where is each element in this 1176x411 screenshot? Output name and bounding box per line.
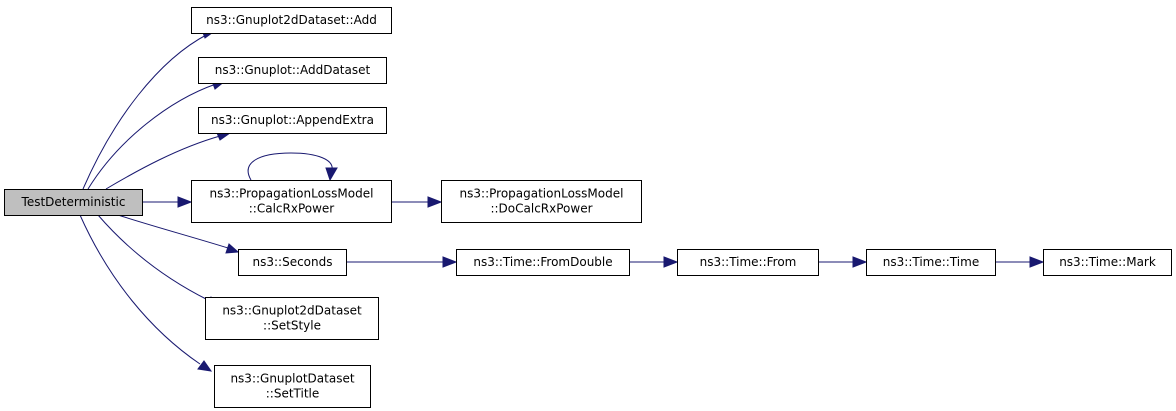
edge-fromdouble-to-from [629, 256, 679, 268]
edge-calcrx-to-calcrx [247, 152, 338, 182]
arrowhead [663, 256, 679, 268]
node-label: ns3::Gnuplot2dDataset::Add [206, 13, 377, 27]
node-root[interactable]: TestDeterministic [4, 189, 143, 216]
arrowhead [225, 243, 240, 254]
node-box[interactable] [198, 107, 387, 134]
node-box[interactable] [1043, 249, 1172, 276]
node-label: ns3::PropagationLossModel [460, 187, 624, 201]
node-label: ns3::Time::Time [883, 255, 979, 269]
node-box[interactable] [238, 249, 347, 276]
edge-root-to-calcrx [142, 196, 193, 208]
node-from[interactable]: ns3::Time::From [677, 249, 819, 276]
edge-line [82, 33, 209, 190]
node-add[interactable]: ns3::Gnuplot2dDataset::Add [191, 7, 392, 34]
edge-line [97, 214, 209, 301]
arrowhead [852, 256, 868, 268]
node-adddataset[interactable]: ns3::Gnuplot::AddDataset [198, 57, 387, 84]
edge-root-to-setstyle [97, 214, 220, 307]
node-box[interactable] [441, 180, 642, 223]
node-box[interactable] [4, 189, 143, 216]
edge-from-to-time [818, 256, 868, 268]
node-label: ns3::PropagationLossModel [210, 187, 374, 201]
arrowhead [427, 196, 443, 208]
edge-line [87, 83, 217, 190]
node-box[interactable] [191, 7, 392, 34]
node-label: ::SetTitle [266, 387, 320, 401]
node-label: ns3::Time::Mark [1059, 255, 1156, 269]
node-label: ns3::Gnuplot::AddDataset [215, 63, 371, 77]
edge-root-to-adddataset [87, 80, 227, 190]
node-label: ns3::GnuplotDataset [230, 372, 354, 386]
node-label: ::DoCalcRxPower [490, 202, 592, 216]
edge-calcrx-to-docalcrx [391, 196, 443, 208]
node-box[interactable] [456, 249, 630, 276]
node-box[interactable] [198, 57, 387, 84]
node-label: ns3::Time::FromDouble [473, 255, 612, 269]
node-label: TestDeterministic [21, 195, 126, 209]
node-seconds[interactable]: ns3::Seconds [238, 249, 347, 276]
node-mark[interactable]: ns3::Time::Mark [1043, 249, 1172, 276]
node-box[interactable] [677, 249, 819, 276]
edge-root-to-seconds [117, 214, 240, 254]
node-label: ns3::Gnuplot::AppendExtra [211, 113, 374, 127]
edge-line [79, 214, 201, 365]
node-calcrx[interactable]: ns3::PropagationLossModel::CalcRxPower [191, 180, 392, 223]
node-label: ns3::Gnuplot2dDataset [222, 304, 362, 318]
node-label: ns3::Seconds [253, 255, 333, 269]
node-box[interactable] [205, 297, 379, 340]
arrowhead [197, 360, 213, 372]
arrowhead [177, 196, 193, 208]
node-box[interactable] [191, 180, 392, 223]
node-settitle[interactable]: ns3::GnuplotDataset::SetTitle [214, 365, 371, 408]
node-box[interactable] [214, 365, 371, 408]
edge-line [247, 152, 333, 181]
edge-time-to-mark [995, 256, 1045, 268]
node-setstyle[interactable]: ns3::Gnuplot2dDataset::SetStyle [205, 297, 379, 340]
node-label: ::SetStyle [263, 319, 321, 333]
nodes-layer: TestDeterministicns3::Gnuplot2dDataset::… [4, 7, 1172, 408]
arrowhead [442, 256, 458, 268]
edge-line [117, 214, 229, 249]
node-box[interactable] [866, 249, 996, 276]
edge-seconds-to-fromdouble [346, 256, 458, 268]
arrowhead [325, 167, 338, 182]
node-label: ::CalcRxPower [249, 202, 335, 216]
arrowhead [1029, 256, 1045, 268]
node-label: ns3::Time::From [700, 255, 797, 269]
edge-line [105, 135, 221, 190]
node-appendextra[interactable]: ns3::Gnuplot::AppendExtra [198, 107, 387, 134]
node-time[interactable]: ns3::Time::Time [866, 249, 996, 276]
node-fromdouble[interactable]: ns3::Time::FromDouble [456, 249, 630, 276]
edge-root-to-settitle [79, 214, 213, 372]
node-docalcrx[interactable]: ns3::PropagationLossModel::DoCalcRxPower [441, 180, 642, 223]
arrowhead [216, 132, 232, 141]
